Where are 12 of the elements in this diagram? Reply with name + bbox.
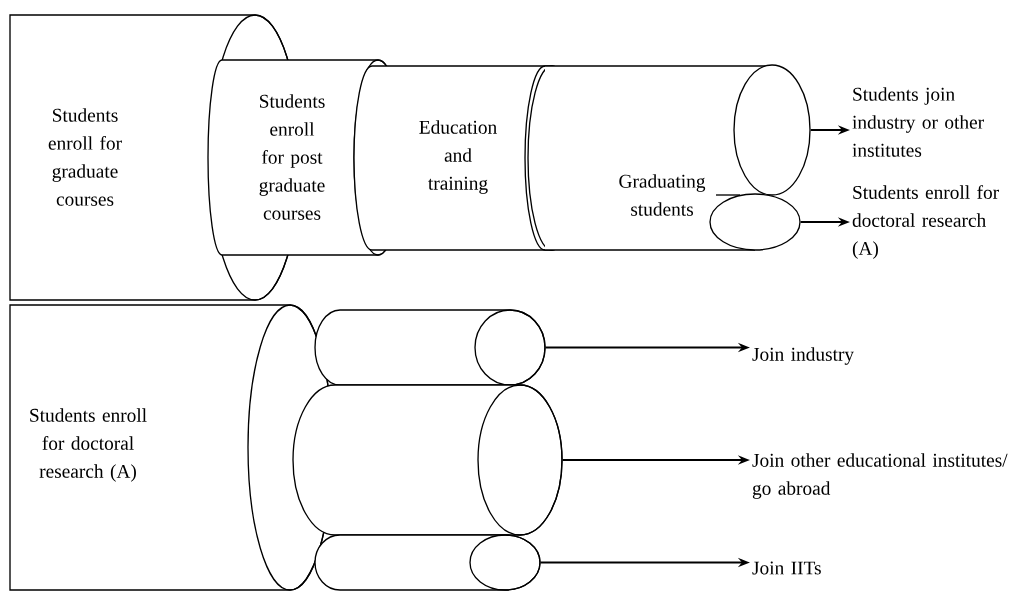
- text-label: Students enroll for doctoral research (A): [852, 185, 999, 259]
- oval: [709, 193, 801, 251]
- tube: [292, 384, 563, 536]
- text-label: Join other educational institutes/ go abroad: [752, 453, 1008, 499]
- cylinder: Students enroll for doctoral research (A): [9, 304, 333, 591]
- text-label: Students join industry or other institutes: [852, 87, 984, 157]
- oval: [733, 64, 811, 196]
- tube: [314, 309, 546, 386]
- text-label: Join IITs: [752, 561, 821, 575]
- tube: [314, 534, 541, 591]
- node-label: Graduating students: [619, 174, 706, 216]
- text-label: Join industry: [752, 347, 854, 365]
